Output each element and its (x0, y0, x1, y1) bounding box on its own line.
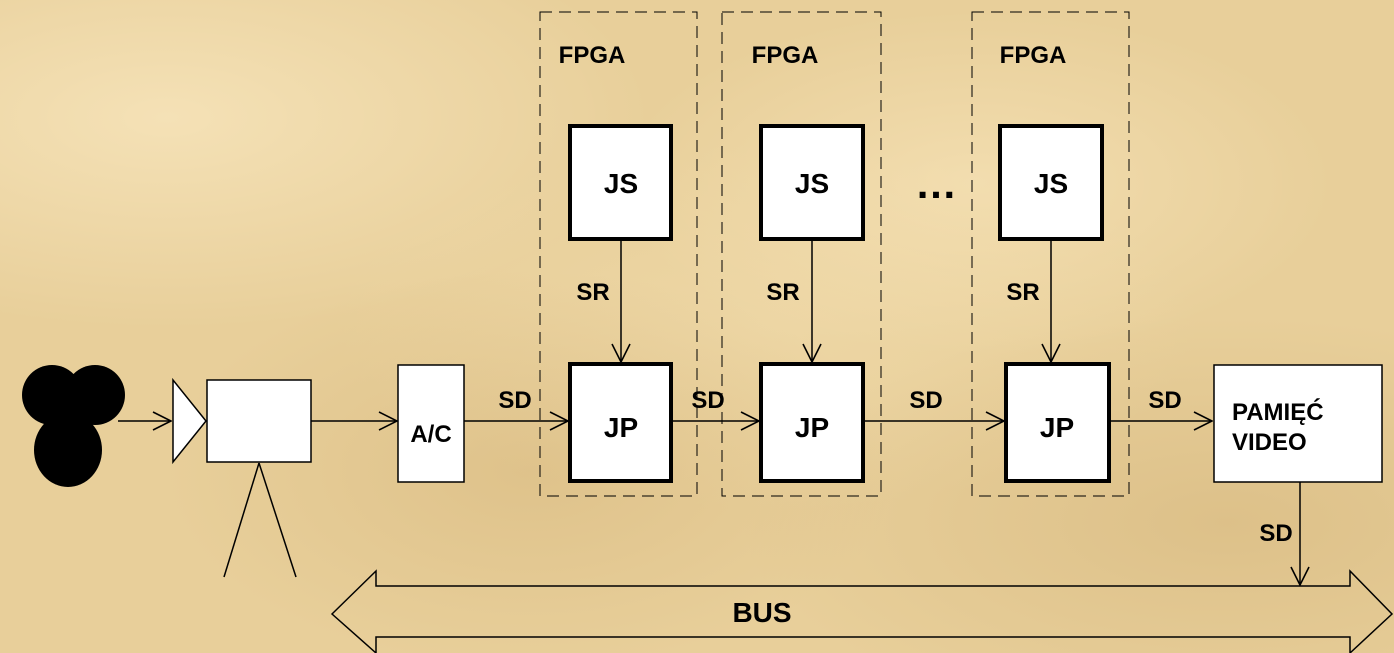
sr-label: SR (766, 279, 799, 306)
camera-icon (172, 377, 312, 578)
fpga-region-3: FPGA (971, 11, 1130, 497)
bus: BUS (330, 569, 1394, 653)
js-block-1: JS (568, 124, 673, 241)
sd-label-mem: SD (1259, 520, 1292, 547)
fpga-region-2: FPGA (721, 11, 882, 497)
sd-label-jp3: SD (1148, 387, 1181, 414)
jp-block-3: JP (1004, 362, 1111, 483)
jp-label: JP (1040, 412, 1074, 443)
jp-block-2: JP (759, 362, 865, 483)
js-label: JS (1034, 168, 1068, 199)
js-block-3: JS (998, 124, 1104, 241)
fpga-label: FPGA (1000, 42, 1067, 69)
js-label: JS (795, 168, 829, 199)
ac-label: A/C (410, 421, 451, 448)
sd-label-jp2: SD (909, 387, 942, 414)
jp-block-1: JP (568, 362, 673, 483)
fpga-label: FPGA (559, 42, 626, 69)
js-block-2: JS (759, 124, 865, 241)
video-memory: PAMIĘĆ VIDEO (1213, 364, 1383, 483)
jp-label: JP (795, 412, 829, 443)
ac-converter: A/C (397, 364, 465, 483)
memory-label-line2: VIDEO (1232, 429, 1307, 456)
memory-label-line1: PAMIĘĆ (1232, 398, 1324, 426)
fpga-label: FPGA (752, 42, 819, 69)
jp-label: JP (604, 412, 638, 443)
ellipsis: … (915, 160, 957, 207)
sr-label: SR (576, 279, 609, 306)
fpga-region-1: FPGA (539, 11, 698, 497)
sd-label-jp1: SD (691, 387, 724, 414)
sr-label: SR (1006, 279, 1039, 306)
sd-label-ac: SD (498, 387, 531, 414)
object-icon (22, 365, 125, 487)
bus-label: BUS (732, 597, 791, 628)
js-label: JS (604, 168, 638, 199)
